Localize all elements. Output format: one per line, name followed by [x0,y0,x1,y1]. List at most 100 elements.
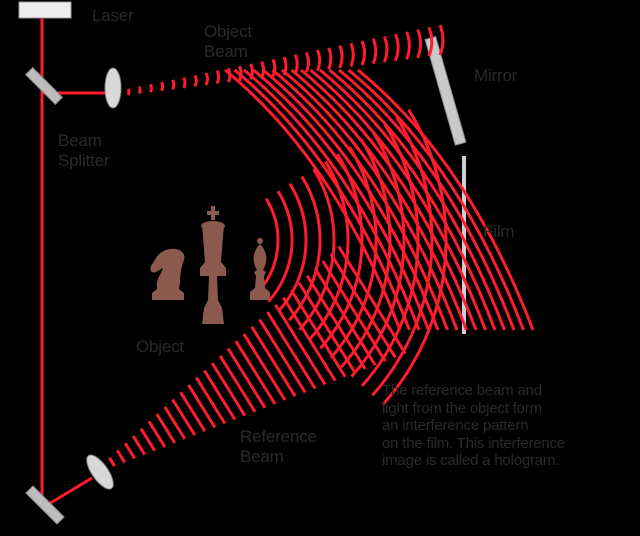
object-light-wavefront [256,197,280,294]
object-beam-label: Object Beam [204,22,252,62]
reference-beam-label-line-1: Reference [240,427,317,446]
reference-beam-label: Reference Beam [240,427,317,467]
object-beam-wavefront [126,88,131,96]
object-beam-wavefront [304,51,310,73]
object-beam-wavefront [394,33,400,62]
object-light-wavefront [329,145,378,359]
object-beam-wavefront [160,81,165,92]
reference-wavefront [234,340,277,405]
object-beam-wavefront [360,40,366,66]
reference-wavefront [203,369,237,421]
reference-wavefront [131,435,146,456]
object-light-wavefront [360,123,420,387]
reflected-wavefront [243,68,421,331]
beam-splitter [24,66,64,106]
object-beam-wavefront [249,63,254,80]
reflected-wavefront [262,68,440,331]
reference-wavefront [329,253,397,359]
reflected-object-waves [224,68,535,331]
object-beam-wavefront [405,31,411,60]
laser-label: Laser [92,6,134,25]
object-light-wavefront [350,131,406,378]
reference-wavefront [139,427,156,452]
reference-wavefront [187,384,217,429]
object-beam-wavefront [238,65,243,82]
caption-line-4: on the film. This interference [382,434,565,452]
object-light-wavefront [371,116,434,397]
beam-splitter-label: Beam Splitter [58,131,110,171]
object-beam-wavefront [382,35,389,63]
object-beam-lens [104,67,122,109]
film-label: Film [483,222,515,241]
object-beam-wavefront [338,45,344,69]
object-beam-label-line-1: Object [204,22,252,41]
reference-wavefront [250,325,297,397]
reference-wavefront [218,355,257,413]
reference-wavefront [305,274,367,370]
reflected-wavefront [290,68,468,331]
reflected-wavefront [347,68,525,331]
object-beam-wavefront [427,26,434,57]
reflected-wavefront [319,68,497,331]
object-beam-wavefront [327,47,333,70]
object-beam-label-line-2: Beam [204,42,248,61]
reference-wavefront [321,260,387,362]
reference-wavefront [116,449,126,464]
object-beam-wavefront [271,58,277,78]
reference-beam-label-line-2: Beam [240,447,284,466]
reference-wavefront [195,376,227,425]
reference-wavefront [258,318,307,394]
reference-wavefront [313,267,377,366]
object-light-wavefront [298,168,336,331]
reflected-wavefront [300,68,478,331]
object-beam-wavefront [182,76,187,89]
reflected-wavefront [233,68,411,331]
reference-wavefront [155,413,177,444]
object-light-wavefront [308,160,350,341]
object-beam-wavefront [193,74,198,88]
reference-wavefront [179,391,207,432]
caption-line-1: The reference beam and [382,382,542,399]
reference-beam-lens [86,454,114,490]
object-beam-wavefront [438,24,445,56]
object-beam-wavefront [215,70,221,85]
beam-splitter-label-line-1: Beam [58,131,102,150]
reference-wavefront [226,347,267,409]
reflected-wavefront [224,68,402,331]
object-beam-wavefront [293,54,299,75]
chess-king-icon [200,206,226,324]
caption-line-5: image is called a hologram. [382,452,560,469]
object-beam-wavefront [148,83,153,93]
reference-wavefront [282,296,337,382]
object-beam-wavefront [137,85,142,95]
mirror-label: Mirror [474,66,518,85]
reference-wavefront [123,442,136,460]
object-beam-waves [126,24,445,96]
caption-line-2: light from the object form [382,399,542,417]
reference-wavefront [274,304,327,386]
object-light-waves [256,108,448,406]
reference-beam-waves [108,245,407,467]
reference-wavefront [163,406,187,440]
object-beam-wavefront [416,29,423,59]
object-light-wavefront [267,190,294,303]
reference-wavefront [108,457,116,467]
reflected-wavefront [357,68,535,331]
reference-wavefront [210,362,247,417]
reflected-wavefront [328,68,506,331]
object-label: Object [136,337,184,356]
chess-knight-icon [150,248,185,300]
reference-wavefront [337,245,407,355]
reference-wavefront [289,289,347,378]
reference-wavefront [266,311,317,390]
object-light-wavefront [381,108,448,406]
object-beam-wavefront [316,49,322,72]
reference-wavefront [171,398,197,436]
object-beam-wavefront [349,42,355,67]
caption-line-3: an interference pattern [382,417,529,434]
laser-device [18,1,72,19]
chess-bishop-icon [250,238,270,300]
object-beam-wavefront [171,79,176,91]
hologram-caption: The reference beam and light from the ob… [382,382,565,470]
